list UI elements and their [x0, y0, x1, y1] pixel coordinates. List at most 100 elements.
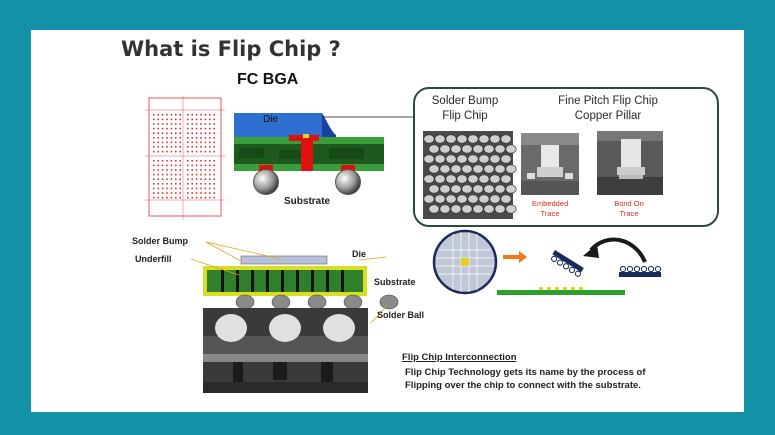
layout-pad: [157, 192, 159, 194]
layout-pad: [213, 160, 215, 162]
solder-ball-label: Solder Ball: [377, 310, 425, 320]
layout-pad: [200, 146, 202, 148]
layout-pad: [170, 192, 173, 194]
layout-pad: [166, 183, 168, 185]
layout-pad: [200, 132, 202, 134]
die-label: Die: [352, 249, 367, 259]
layout-pad: [157, 173, 159, 176]
solder-bump: [478, 154, 490, 164]
solder-bump: [456, 194, 468, 204]
layout-pad: [175, 150, 177, 153]
layout-pad: [179, 118, 181, 121]
layout-pad: [157, 114, 159, 116]
bond-on-trace-label-line2: Trace: [619, 209, 639, 218]
layout-pad: [166, 141, 168, 144]
layout-pad: [187, 150, 189, 153]
solder-bump: [450, 144, 462, 154]
layout-pad: [195, 196, 198, 199]
layout-pad: [213, 196, 215, 199]
fine-pitch-heading-line2: Copper Pillar: [574, 110, 642, 122]
via: [281, 270, 284, 292]
package-layout-drawing: [145, 96, 225, 220]
layout-pad: [200, 160, 202, 162]
layout-pad: [204, 137, 207, 139]
solder-bump: [505, 144, 517, 154]
solder-bump: [461, 204, 473, 214]
layout-pad: [166, 169, 168, 171]
layout-pad: [161, 141, 164, 144]
layout-pad: [187, 187, 189, 190]
embedded-trace-image: [521, 133, 579, 195]
layout-pad: [161, 118, 164, 121]
solder-bump: [494, 204, 506, 214]
layout-pad: [195, 173, 198, 176]
solder-bump: [434, 134, 446, 144]
solder-bump-heading: Solder Bump Flip Chip: [425, 94, 505, 124]
layout-pad: [170, 118, 173, 121]
layout-pad: [204, 150, 207, 153]
layout-pad: [175, 123, 177, 125]
layout-pad: [204, 187, 207, 190]
fine-pitch-heading-line1: Fine Pitch Flip Chip: [558, 95, 658, 107]
interconnection-line1: Flip Chip Technology gets its name by th…: [405, 367, 646, 378]
layout-pad: [191, 118, 193, 121]
layout-pad: [191, 123, 193, 125]
layout-pad: [200, 169, 202, 171]
layout-pad: [209, 187, 211, 190]
callout-connector-line: [391, 116, 415, 118]
layout-pad: [166, 132, 168, 134]
layout-pad: [200, 141, 202, 144]
via: [311, 270, 314, 292]
layout-pad: [175, 173, 177, 176]
chip-bump: [633, 265, 641, 273]
layout-pad: [191, 132, 193, 134]
layout-pad: [166, 150, 168, 153]
solder-bump-heading-line2: Flip Chip: [442, 110, 488, 122]
substrate-pad: [579, 287, 583, 290]
layout-pad: [175, 187, 177, 190]
via: [266, 270, 269, 292]
layout-pad: [153, 150, 155, 153]
layout-pad: [161, 164, 164, 167]
layout-pad: [209, 146, 211, 148]
layout-pad: [213, 127, 215, 130]
solder-bump: [478, 194, 490, 204]
solder-bump: [494, 144, 506, 154]
layout-pad: [204, 141, 207, 144]
chip-bump: [654, 265, 662, 273]
layout-pad: [191, 146, 193, 148]
solder-bump: [500, 174, 512, 184]
layout-pad: [161, 196, 164, 199]
layout-pad: [157, 183, 159, 185]
layout-pad: [187, 164, 189, 167]
layout-pad: [157, 141, 159, 144]
layout-pad: [175, 192, 177, 194]
solder-bump: [439, 204, 451, 214]
layout-pad: [191, 137, 193, 139]
layout-pad: [195, 164, 198, 167]
layout-pad: [157, 146, 159, 148]
solder-bump: [494, 184, 506, 194]
layout-pad: [187, 192, 189, 194]
solder-bump: [428, 164, 440, 174]
layout-pad: [187, 173, 189, 176]
via: [251, 270, 254, 292]
layout-pad: [153, 146, 155, 148]
solder-bump: [489, 134, 501, 144]
layout-pad: [175, 164, 177, 167]
layout-pad: [161, 183, 164, 185]
layout-pad: [179, 173, 181, 176]
fcbga-die-label: Die: [263, 114, 279, 125]
layout-pad: [213, 164, 215, 167]
via: [221, 270, 224, 292]
layout-pad: [191, 127, 193, 130]
layout-pad: [213, 192, 215, 194]
solder-bump: [500, 194, 512, 204]
layout-pad: [170, 132, 173, 134]
bond-on-trace-label: Bond On Trace: [603, 199, 655, 219]
solder-bump: [500, 154, 512, 164]
solder-bump: [483, 164, 495, 174]
layout-pad: [200, 183, 202, 185]
layout-pad: [213, 146, 215, 148]
chip-bump: [556, 259, 564, 266]
